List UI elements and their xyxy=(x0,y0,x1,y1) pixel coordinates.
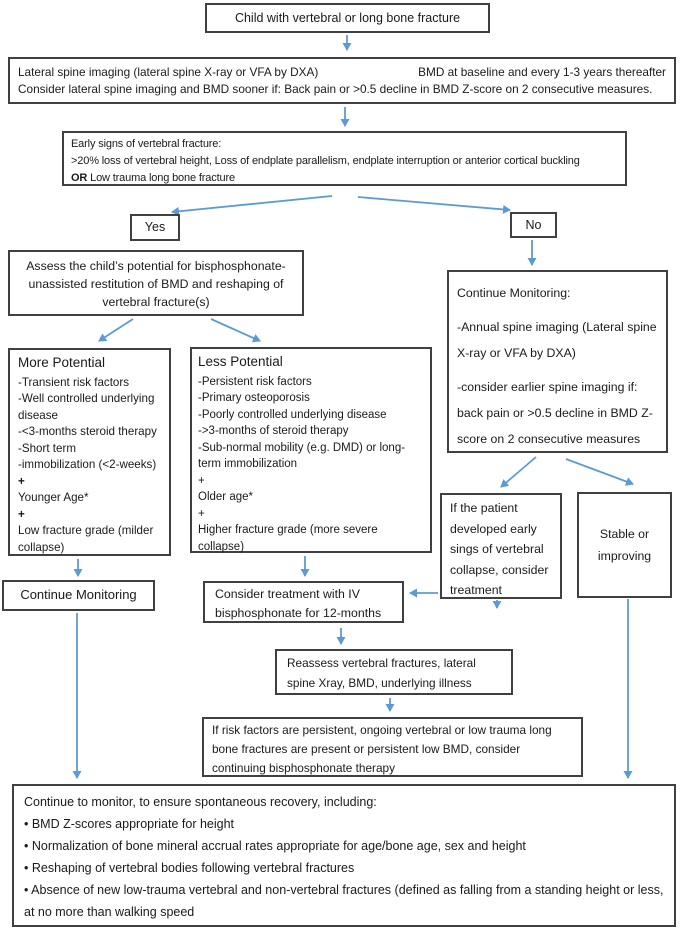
more-line: -immobilization (<2-weeks) xyxy=(18,458,157,471)
imaging-line-1: Lateral spine imaging (lateral spine X-r… xyxy=(18,64,666,81)
node-continue-monitoring-right: Continue Monitoring: -Annual spine imagi… xyxy=(447,270,668,453)
node-continue-monitoring-left: Continue Monitoring xyxy=(2,580,155,611)
imaging-line1-right: BMD at baseline and every 1-3 years ther… xyxy=(418,65,666,79)
monitor-right-title: Continue Monitoring: xyxy=(457,286,571,300)
node-early-signs: Early signs of vertebral fracture: >20% … xyxy=(62,131,627,186)
more-line: -Short term xyxy=(18,441,76,455)
less-line: ->3-months of steroid therapy xyxy=(198,425,349,437)
imaging-line-2: Consider lateral spine imaging and BMD s… xyxy=(18,82,653,97)
less-line: -Poorly controlled underlying disease xyxy=(198,408,387,421)
node-no: No xyxy=(510,212,557,238)
more-line: -<3-months steroid therapy xyxy=(18,425,157,438)
final-bullet: • Reshaping of vertebral bodies followin… xyxy=(24,861,355,875)
monitor-right-p1: -Annual spine imaging (Lateral spine X-r… xyxy=(457,320,657,360)
node-assess: Assess the child’s potential for bisphos… xyxy=(8,250,304,316)
node-more-potential: More Potential -Transient risk factors -… xyxy=(8,348,171,556)
more-line-plus: + xyxy=(18,474,25,488)
early-signs-line-3: OR Low trauma long bone fracture xyxy=(71,170,618,187)
node-consider-treatment: Consider treatment with IV bisphosphonat… xyxy=(203,581,404,623)
imaging-line1-left: Lateral spine imaging (lateral spine X-r… xyxy=(18,65,319,79)
more-line-plus: + xyxy=(18,507,25,521)
less-line-plus: + xyxy=(198,507,205,520)
arrow-monitor-to-patient xyxy=(500,456,537,488)
node-imaging: Lateral spine imaging (lateral spine X-r… xyxy=(8,57,676,104)
node-reassess: Reassess vertebral fractures, lateral sp… xyxy=(275,649,513,695)
assess-label: Assess the child’s potential for bisphos… xyxy=(26,259,286,309)
node-less-potential: Less Potential -Persistent risk factors … xyxy=(190,347,432,553)
node-start: Child with vertebral or long bone fractu… xyxy=(205,3,490,33)
node-yes: Yes xyxy=(130,214,180,241)
final-bullet: • Normalization of bone mineral accrual … xyxy=(24,839,526,853)
less-line: Higher fracture grade (more severe colla… xyxy=(198,524,378,553)
less-line: -Primary osteoporosis xyxy=(198,392,310,404)
node-final-monitoring: Continue to monitor, to ensure spontaneo… xyxy=(12,784,676,927)
arrow-monitor-to-stable xyxy=(565,458,634,486)
monitor-left-label: Continue Monitoring xyxy=(20,587,137,603)
final-bullet: • Absence of new low-trauma vertebral an… xyxy=(24,883,664,919)
no-label: No xyxy=(525,217,542,232)
early-signs-line-1: Early signs of vertebral fracture: xyxy=(71,138,222,150)
less-line-plus: + xyxy=(198,474,205,487)
less-line: -Sub-normal mobility (e.g. DMD) or long-… xyxy=(198,441,406,471)
arrow-early-to-yes xyxy=(171,195,333,216)
early-signs-or: OR xyxy=(71,172,88,184)
stable-label: Stable or improving xyxy=(597,527,652,563)
early-signs-line-2: >20% loss of vertebral height, Loss of e… xyxy=(71,155,580,167)
yes-label: Yes xyxy=(144,220,166,235)
monitor-right-p2: -consider earlier spine imaging if: back… xyxy=(457,380,653,446)
more-line: Younger Age* xyxy=(18,491,89,504)
arrow-assess-to-more xyxy=(98,318,134,342)
node-start-label: Child with vertebral or long bone fractu… xyxy=(234,10,461,25)
final-bullet: • BMD Z-scores appropriate for height xyxy=(24,817,235,831)
less-line: Older age* xyxy=(198,491,253,503)
node-risk-factors: If risk factors are persistent, ongoing … xyxy=(202,717,583,777)
arrow-early-to-no xyxy=(357,196,511,214)
risk-label: If risk factors are persistent, ongoing … xyxy=(212,723,552,775)
more-line: -Well controlled underlying disease xyxy=(18,392,155,422)
arrow-assess-to-less xyxy=(210,318,261,343)
patient-label: If the patient developed early sings of … xyxy=(450,501,549,597)
less-line: -Persistent risk factors xyxy=(198,375,312,388)
consider-label: Consider treatment with IV bisphosphonat… xyxy=(215,587,382,620)
final-title: Continue to monitor, to ensure spontaneo… xyxy=(24,795,377,809)
more-potential-title: More Potential xyxy=(18,355,106,370)
reassess-label: Reassess vertebral fractures, lateral sp… xyxy=(287,656,476,690)
more-line: Low fracture grade (milder collapse) xyxy=(18,524,154,554)
early-signs-or-rest: Low trauma long bone fracture xyxy=(87,172,235,184)
node-stable-improving: Stable or improving xyxy=(577,492,672,598)
less-potential-title: Less Potential xyxy=(198,354,283,369)
more-line: -Transient risk factors xyxy=(18,375,130,389)
node-patient-collapse: If the patient developed early sings of … xyxy=(440,493,562,599)
